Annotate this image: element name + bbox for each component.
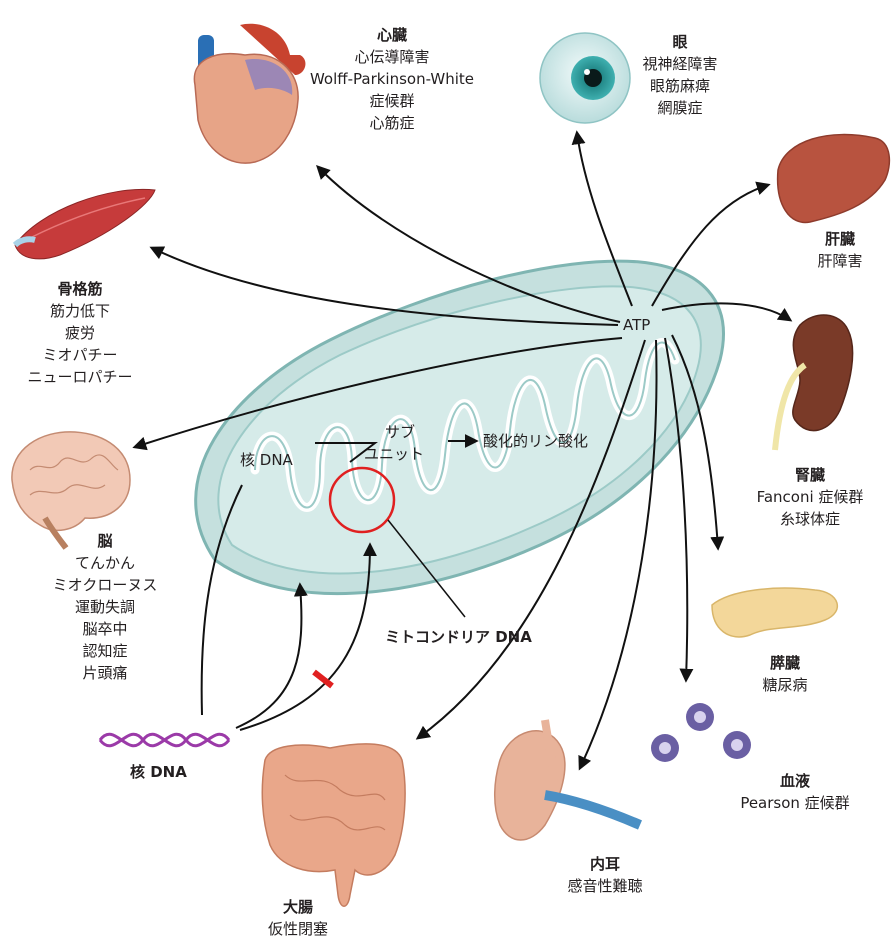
kidney-icon — [775, 315, 853, 450]
colon-line: 仮性閉塞 — [258, 918, 338, 940]
blood-title: 血液 — [725, 770, 865, 792]
nuclear-dna-inner-label: 核 DNA — [240, 450, 293, 470]
ear-line: 感音性難聴 — [550, 875, 660, 897]
subunit-label-2: ユニット — [364, 444, 424, 464]
muscle-title: 骨格筋 — [5, 278, 155, 300]
heart-icon — [194, 24, 305, 163]
brain-line: 脳卒中 — [35, 618, 175, 640]
muscle-line: ニューロパチー — [5, 366, 155, 388]
brain-label: 脳 てんかん ミオクローヌス 運動失調 脳卒中 認知症 片頭痛 — [35, 530, 175, 684]
kidney-line: Fanconi 症候群 — [735, 486, 885, 508]
inner-ear-label: 内耳 感音性難聴 — [550, 853, 660, 897]
oxphos-label: 酸化的リン酸化 — [483, 431, 588, 451]
brain-title: 脳 — [35, 530, 175, 552]
inner-ear-icon — [495, 720, 640, 840]
muscle-line: 疲労 — [5, 322, 155, 344]
blood-cells-icon — [651, 703, 751, 762]
subunit-label-1: サブ — [385, 422, 415, 442]
heart-line: 心筋症 — [292, 112, 492, 134]
heart-line: Wolff-Parkinson-White — [292, 68, 492, 90]
liver-title: 肝臓 — [800, 228, 880, 250]
dna-helix-icon — [100, 734, 229, 746]
pancreas-icon — [712, 588, 837, 637]
liver-line: 肝障害 — [800, 250, 880, 272]
eye-icon — [540, 33, 630, 123]
brain-line: てんかん — [35, 552, 175, 574]
brain-line: 片頭痛 — [35, 662, 175, 684]
ear-title: 内耳 — [550, 853, 660, 875]
blood-label: 血液 Pearson 症候群 — [725, 770, 865, 814]
pancreas-label: 膵臓 糖尿病 — [745, 652, 825, 696]
atp-label: ATP — [623, 315, 650, 335]
liver-label: 肝臓 肝障害 — [800, 228, 880, 272]
large-intestine-icon — [262, 744, 405, 906]
large-intestine-label: 大腸 仮性閉塞 — [258, 896, 338, 940]
skeletal-muscle-label: 骨格筋 筋力低下 疲労 ミオパチー ニューロパチー — [5, 278, 155, 388]
eye-line: 網膜症 — [620, 97, 740, 119]
eye-line: 視神経障害 — [620, 53, 740, 75]
kidney-line: 糸球体症 — [735, 508, 885, 530]
eye-title: 眼 — [620, 31, 740, 53]
brain-line: ミオクローヌス — [35, 574, 175, 596]
heart-label: 心臓 心伝導障害 Wolff-Parkinson-White 症候群 心筋症 — [292, 24, 492, 134]
brain-line: 認知症 — [35, 640, 175, 662]
heart-title: 心臓 — [292, 24, 492, 46]
liver-icon — [778, 135, 890, 223]
skeletal-muscle-icon — [15, 189, 155, 259]
pancreas-line: 糖尿病 — [745, 674, 825, 696]
kidney-label: 腎臓 Fanconi 症候群 糸球体症 — [735, 464, 885, 530]
brain-line: 運動失調 — [35, 596, 175, 618]
nucleus-dna-label: 核 DNA — [130, 762, 187, 782]
muscle-line: ミオパチー — [5, 344, 155, 366]
heart-line: 心伝導障害 — [292, 46, 492, 68]
blood-line: Pearson 症候群 — [725, 792, 865, 814]
eye-line: 眼筋麻痺 — [620, 75, 740, 97]
eye-label: 眼 視神経障害 眼筋麻痺 網膜症 — [620, 31, 740, 119]
mtdna-label: ミトコンドリア DNA — [385, 627, 532, 647]
colon-title: 大腸 — [258, 896, 338, 918]
heart-line: 症候群 — [292, 90, 492, 112]
muscle-line: 筋力低下 — [5, 300, 155, 322]
pancreas-title: 膵臓 — [745, 652, 825, 674]
kidney-title: 腎臓 — [735, 464, 885, 486]
